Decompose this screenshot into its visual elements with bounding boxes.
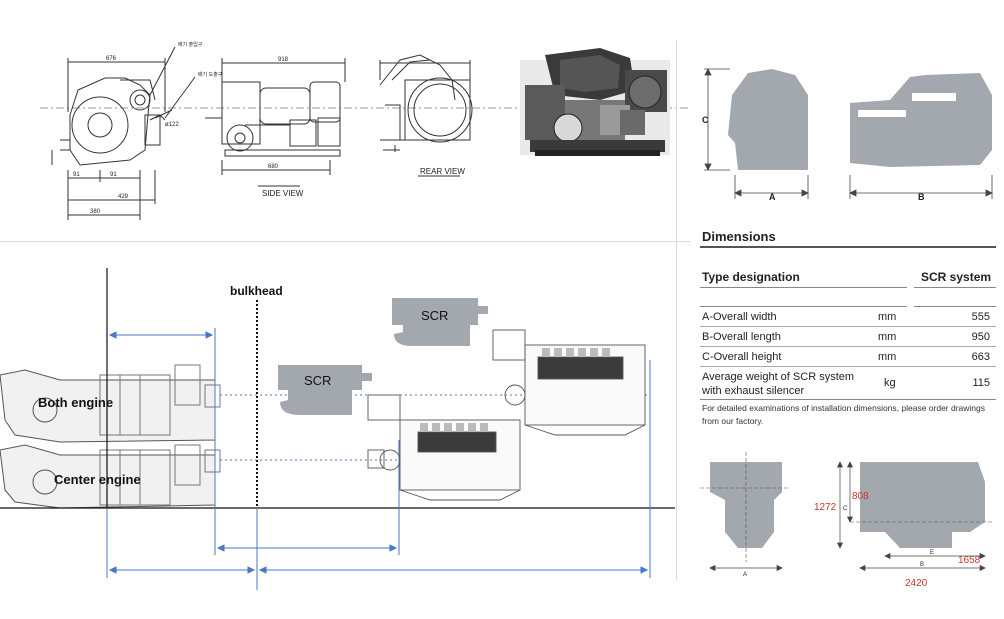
row-c-unit: mm bbox=[878, 351, 897, 363]
row-a-value: 555 bbox=[971, 311, 990, 323]
row-a-label: A-Overall width bbox=[702, 311, 777, 323]
dim-1658: 1658 bbox=[958, 555, 981, 566]
installation-diagram bbox=[0, 268, 675, 590]
vertical-divider bbox=[676, 40, 677, 580]
row-b-value: 950 bbox=[971, 331, 990, 343]
installation-note: For detailed examinations of installatio… bbox=[702, 403, 986, 426]
header-rule-left bbox=[700, 287, 907, 288]
bulkhead-label: bulkhead bbox=[230, 284, 283, 298]
dim-429: 429 bbox=[118, 194, 129, 200]
col-scr-system: SCR system bbox=[921, 270, 992, 284]
dim-918: 918 bbox=[278, 57, 289, 63]
scr-unit-upper bbox=[392, 298, 488, 346]
rear-view-drawing bbox=[379, 54, 473, 177]
dim-91-a: 91 bbox=[73, 172, 80, 178]
row-c-rule bbox=[700, 366, 996, 367]
row-weight-rule bbox=[700, 399, 996, 400]
engine-side-silhouette bbox=[860, 462, 985, 548]
outline-label-c: C bbox=[702, 115, 709, 125]
row-weight-value: 115 bbox=[972, 377, 990, 389]
bottom-label-b: B bbox=[920, 562, 924, 568]
dim-91-b: 91 bbox=[110, 172, 117, 178]
dimensions-title-rule bbox=[700, 246, 996, 248]
row-weight-unit: kg bbox=[884, 377, 896, 389]
side-view-label: SIDE VIEW bbox=[262, 189, 304, 198]
scr-lower-label: SCR bbox=[304, 373, 332, 388]
bottom-label-e: E bbox=[930, 550, 934, 556]
scr-side-silhouette bbox=[850, 73, 992, 167]
front-view-drawing bbox=[60, 77, 166, 166]
both-engine-label: Both engine bbox=[38, 395, 114, 410]
engine-front-silhouette bbox=[710, 462, 782, 548]
ship-engine-both bbox=[492, 329, 646, 436]
row-a-rule bbox=[700, 326, 996, 327]
dim-diameter: ø122 bbox=[165, 122, 179, 128]
exhaust-inlet-label: 배기 출입구 bbox=[178, 41, 203, 48]
row-c-label: C-Overall height bbox=[702, 351, 782, 363]
center-engine-label: Center engine bbox=[54, 472, 141, 487]
scr-outline-views: C A B bbox=[702, 68, 993, 202]
bottom-label-a: A bbox=[743, 572, 747, 578]
outline-label-a: A bbox=[769, 192, 776, 202]
scr-upper-label: SCR bbox=[421, 308, 449, 323]
dim-380: 380 bbox=[90, 209, 101, 215]
dim-676: 676 bbox=[106, 56, 117, 62]
dim-808: 808 bbox=[852, 491, 869, 502]
row-a-unit: mm bbox=[878, 311, 897, 323]
exhaust-outlet-label: 배기 도출구 bbox=[198, 71, 223, 78]
outline-label-b: B bbox=[918, 192, 925, 202]
header-rule-right-2 bbox=[914, 306, 996, 307]
rear-view-label: REAR VIEW bbox=[420, 167, 465, 176]
header-rule-right bbox=[914, 287, 996, 288]
dim-2420: 2420 bbox=[905, 578, 928, 589]
scr-front-silhouette bbox=[728, 69, 808, 170]
row-b-label: B-Overall length bbox=[702, 331, 781, 343]
ship-engine-center bbox=[367, 394, 521, 501]
horizontal-divider bbox=[0, 241, 690, 242]
row-b-unit: mm bbox=[878, 331, 897, 343]
header-rule-left-2 bbox=[700, 306, 907, 307]
dim-680: 680 bbox=[268, 164, 279, 170]
row-b-rule bbox=[700, 346, 996, 347]
engine-3d-image bbox=[520, 48, 670, 156]
scr-unit-lower bbox=[278, 365, 372, 415]
top-technical-drawing: 676 918 680 380 429 91 91 ø122 배기 출입구 배기… bbox=[40, 41, 690, 220]
bottom-label-c: C bbox=[843, 506, 848, 512]
row-c-value: 663 bbox=[971, 351, 990, 363]
dim-1272: 1272 bbox=[814, 502, 837, 513]
dimensions-title: Dimensions bbox=[702, 229, 776, 244]
row-weight-label: Average weight of SCR system with exhaus… bbox=[702, 371, 855, 397]
engine-outline-views: A C B E 1272 808 1658 2420 bbox=[700, 452, 992, 589]
col-type-designation: Type designation bbox=[702, 270, 800, 284]
side-view-drawing bbox=[205, 81, 341, 157]
